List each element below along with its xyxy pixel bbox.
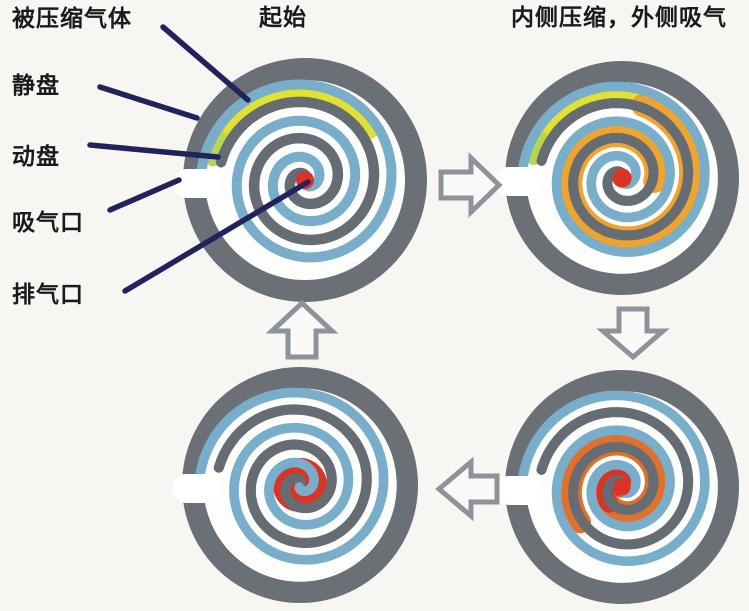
cycle-arrow-right-icon xyxy=(438,152,503,218)
suction-notch xyxy=(495,167,543,196)
fixed-scroll-spiral xyxy=(536,407,694,550)
discharge-port-dot xyxy=(613,478,631,496)
label-discharge-port: 排气口 xyxy=(12,282,84,307)
orbiting-scroll-spiral xyxy=(517,390,710,566)
scroll-diagram-start xyxy=(173,58,427,302)
scroll-diagram-inner-compress-outer-suction xyxy=(495,61,739,295)
gas-pocket-gas_yellow xyxy=(222,87,377,139)
gas-pocket-gas_yellow_green xyxy=(527,125,553,165)
leader-line-suction-port xyxy=(107,177,182,213)
leader-line-compressed-gas xyxy=(160,24,251,103)
suction-notch xyxy=(172,474,220,503)
cycle-arrow-down-icon xyxy=(596,306,670,361)
label-suction-port: 吸气口 xyxy=(12,210,84,235)
orbiting-scroll-spiral xyxy=(196,79,397,263)
scroll-diagram-compress-toward-center xyxy=(495,370,739,604)
fixed-scroll-spiral xyxy=(215,96,380,246)
cycle-arrow-up-icon xyxy=(265,299,339,360)
suction-notch xyxy=(495,476,543,505)
gas-pocket-gas_yellow xyxy=(542,88,648,135)
orbiting-scroll-spiral xyxy=(517,81,710,257)
label-moving-disc: 动盘 xyxy=(12,144,60,169)
label-static-disc: 静盘 xyxy=(12,73,60,98)
discharge-port-dot xyxy=(612,168,632,188)
orbiting-scroll-spiral xyxy=(194,387,389,565)
stage-title-start: 起始 xyxy=(259,5,307,30)
label-compressed-gas: 被压缩气体 xyxy=(12,6,132,31)
fixed-scroll-spiral xyxy=(536,98,694,241)
leader-line-discharge-port xyxy=(122,179,311,294)
scroll-diagram-discharge xyxy=(172,367,418,603)
suction-notch xyxy=(173,169,221,198)
fixed-scroll-spiral xyxy=(213,404,372,548)
leader-line-static-disc xyxy=(97,84,200,121)
stage-title-inner-compress-outer-suction: 内侧压缩，外侧吸气 xyxy=(511,5,727,30)
leader-line-moving-disc xyxy=(87,142,221,160)
cycle-arrow-left-icon xyxy=(435,456,500,522)
